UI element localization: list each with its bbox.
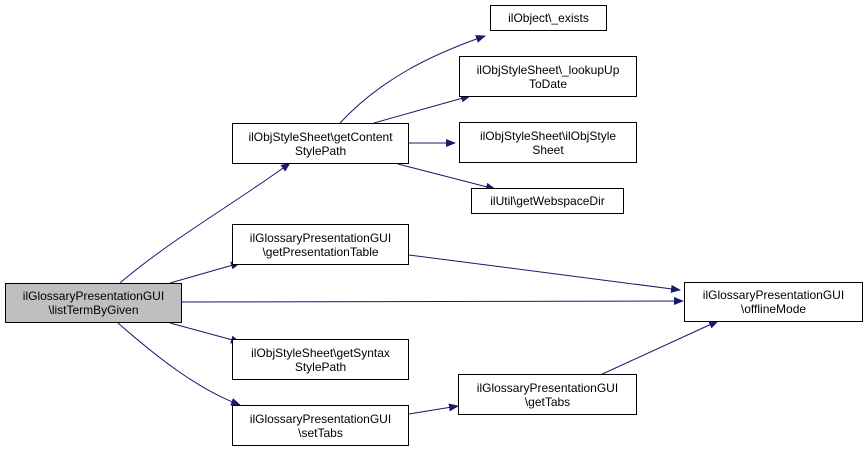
node-label-line2: \setTabs: [298, 425, 343, 440]
node-list-term-by-given: ilGlossaryPresentationGUI \listTermByGiv…: [5, 283, 182, 323]
node-offline-mode[interactable]: ilGlossaryPresentationGUI \offlineMode: [684, 282, 863, 322]
edge-getcontentstylepath-to-objectexists: [339, 35, 486, 124]
node-label-line2: \getPresentationTable: [262, 244, 379, 259]
node-label-line1: ilObject\_exists: [508, 11, 589, 25]
node-label-line1: ilGlossaryPresentationGUI: [249, 230, 392, 245]
node-get-tabs[interactable]: ilGlossaryPresentationGUI \getTabs: [458, 374, 637, 415]
edge-listterm-to-settabs: [117, 322, 241, 406]
node-label-line2: \offlineMode: [740, 302, 807, 316]
edge-gettabs-to-offlinemode: [597, 320, 719, 377]
node-get-presentation-table[interactable]: ilGlossaryPresentationGUI \getPresentati…: [232, 224, 409, 265]
node-lookup-up-to-date[interactable]: ilObjStyleSheet\_lookupUp ToDate: [459, 56, 637, 97]
edge-listterm-to-offlinemode: [181, 297, 684, 306]
node-obj-style-sheet-constructor[interactable]: ilObjStyleSheet\ilObjStyle Sheet: [459, 122, 637, 163]
edge-settabs-to-gettabs: [408, 403, 459, 415]
node-label-line1: ilObjStyleSheet\ilObjStyle: [479, 128, 617, 143]
node-label-line2: StylePath: [294, 359, 347, 374]
edge-getcontentstylepath-to-lookupuptodate: [373, 94, 471, 124]
node-label-line1: ilGlossaryPresentationGUI: [249, 411, 392, 426]
node-label-line1: ilGlossaryPresentationGUI: [476, 380, 619, 395]
node-label-line2: \listTermByGiven: [48, 303, 139, 317]
node-get-webspace-dir[interactable]: ilUtil\getWebspaceDir: [471, 188, 624, 214]
node-label-line2: Sheet: [532, 142, 564, 157]
node-object-exists[interactable]: ilObject\_exists: [490, 5, 607, 31]
edge-listterm-to-getcontentstylepath: [119, 162, 291, 284]
edge-listterm-to-getsyntaxstylepath: [169, 322, 241, 344]
node-get-syntax-style-path[interactable]: ilObjStyleSheet\getSyntax StylePath: [232, 339, 409, 380]
node-label-line2: StylePath: [294, 143, 347, 158]
edge-getpresentationtable-to-offlinemode: [408, 254, 681, 293]
node-label-line1: ilGlossaryPresentationGUI: [22, 289, 165, 303]
edge-listterm-to-getpresentationtable: [169, 261, 241, 284]
node-label-line1: ilObjStyleSheet\getSyntax: [251, 345, 390, 360]
node-set-tabs[interactable]: ilGlossaryPresentationGUI \setTabs: [232, 405, 409, 446]
node-label-line1: ilUtil\getWebspaceDir: [490, 194, 605, 208]
edge-getcontentstylepath-to-getwebspacedir: [397, 163, 496, 191]
node-label-line1: ilObjStyleSheet\getContent: [248, 129, 393, 144]
node-label-line2: \getTabs: [524, 394, 571, 409]
node-label-line1: ilGlossaryPresentationGUI: [702, 288, 845, 302]
node-label-line2: ToDate: [528, 76, 568, 91]
node-get-content-style-path[interactable]: ilObjStyleSheet\getContent StylePath: [232, 123, 409, 164]
node-label-line1: ilObjStyleSheet\_lookupUp: [476, 62, 620, 77]
